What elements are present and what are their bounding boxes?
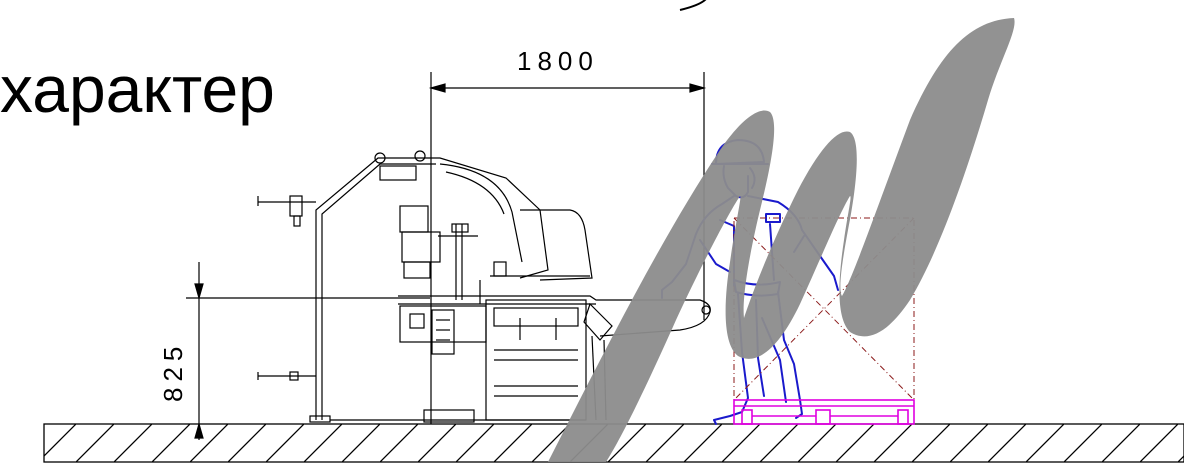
height-dimension [186,262,430,440]
height-dimension-label: 825 [158,341,188,402]
pallet [733,399,915,425]
machine [257,150,711,423]
brand-watermark-logo [548,18,1015,462]
width-dimension-label: 1800 [517,46,599,76]
page-heading: характер [0,52,275,126]
heading-stroke-fragment [679,0,707,11]
